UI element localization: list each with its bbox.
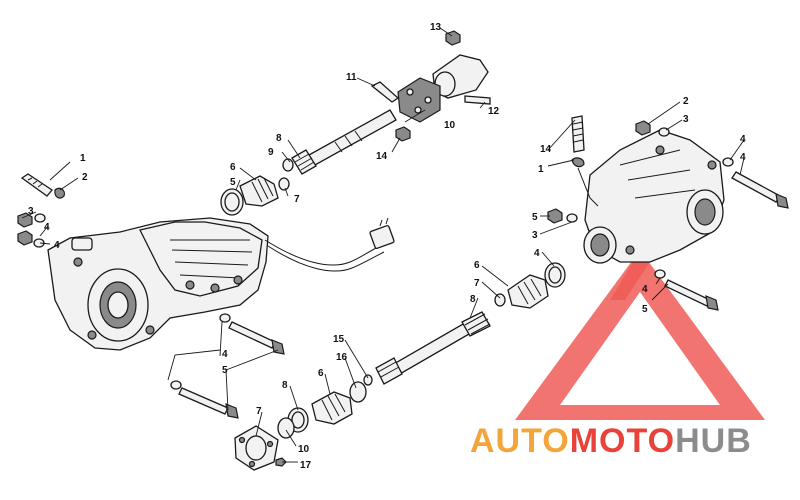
lower-end-cap bbox=[234, 425, 287, 471]
callout-6: 4 bbox=[534, 248, 540, 259]
callout-8: 7 bbox=[294, 194, 300, 205]
callout-3: 5 bbox=[532, 212, 538, 223]
right-cv-boot bbox=[494, 262, 566, 309]
callout-5: 4 bbox=[740, 152, 746, 163]
callout-5: 5 bbox=[642, 304, 648, 315]
callout-7: 6 bbox=[318, 368, 324, 379]
right-breather-hose bbox=[571, 115, 599, 207]
callout-2: 2 bbox=[82, 172, 88, 183]
callout-14: 14 bbox=[376, 151, 388, 162]
lower-driveshaft bbox=[363, 311, 491, 386]
lower-cv-boot bbox=[277, 381, 367, 439]
right-gearcase-housing bbox=[583, 129, 725, 264]
callout-17: 10 bbox=[298, 444, 310, 455]
callout-6: 8 bbox=[282, 380, 288, 391]
callout-4: 4 bbox=[54, 240, 60, 251]
callout-10: 9 bbox=[268, 147, 274, 158]
callout-15: 8 bbox=[470, 294, 476, 305]
callout-labels: 1 2 3 4 4 4 5 5 6 7 8 9 10 11 12 13 14 1… bbox=[28, 22, 746, 471]
callout-4: 3 bbox=[683, 114, 689, 125]
right-hardware bbox=[547, 120, 789, 311]
watermark-auto: AUTO bbox=[470, 422, 570, 460]
watermark-moto: MOTO bbox=[570, 422, 675, 460]
callout-10: 7 bbox=[256, 406, 262, 417]
callout-1: 14 bbox=[540, 144, 552, 155]
callout-1: 1 bbox=[80, 153, 86, 164]
callout-8: 16 bbox=[336, 352, 348, 363]
svg-text:AUTOMOTOHUB: AUTOMOTOHUB bbox=[470, 422, 752, 460]
left-breather-hose bbox=[20, 173, 65, 199]
callout-14: 13 bbox=[430, 22, 442, 33]
callout-11: 17 bbox=[300, 460, 312, 471]
left-gearcase-housing bbox=[47, 217, 269, 351]
callout-3: 2 bbox=[683, 96, 689, 107]
callout-16: 15 bbox=[333, 334, 345, 345]
callout-7: 6 bbox=[230, 162, 236, 173]
callout-5: 4 bbox=[222, 349, 228, 360]
upper-coupler-assembly bbox=[370, 30, 491, 142]
callout-4: 3 bbox=[532, 230, 538, 241]
wiring-harness bbox=[264, 217, 395, 272]
callout-6: 5 bbox=[230, 177, 236, 188]
left-long-bolts bbox=[170, 313, 285, 419]
callout-12: 11 bbox=[346, 72, 357, 83]
callout-4: 4 bbox=[740, 134, 746, 145]
leader-lines bbox=[21, 27, 745, 463]
callout-8: 7 bbox=[474, 278, 480, 289]
callout-9: 8 bbox=[276, 133, 282, 144]
watermark-text: AUTOMOTOHUB bbox=[470, 422, 752, 460]
upper-driveshaft bbox=[282, 109, 397, 175]
callout-7: 6 bbox=[474, 260, 480, 271]
callout-4: 4 bbox=[642, 284, 648, 295]
callout-4: 4 bbox=[44, 222, 50, 233]
callout-13: 12 bbox=[488, 106, 500, 117]
callout-3: 3 bbox=[28, 206, 34, 217]
callout-4: 5 bbox=[222, 365, 228, 376]
callout-2: 1 bbox=[538, 164, 544, 175]
upper-cv-boot bbox=[220, 175, 290, 216]
watermark-hub: HUB bbox=[675, 422, 752, 460]
callout-11: 10 bbox=[444, 120, 456, 131]
